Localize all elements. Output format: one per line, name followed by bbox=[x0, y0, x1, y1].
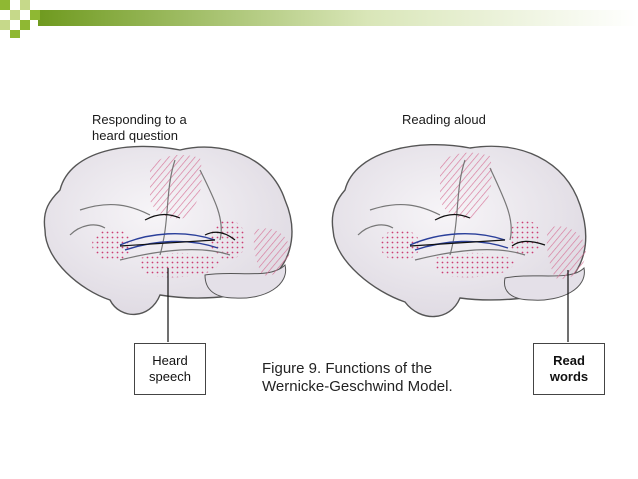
right-brain-dotted-angular bbox=[509, 220, 541, 256]
read-words-box: Read words bbox=[533, 343, 605, 395]
right-brain-arrows bbox=[409, 213, 546, 247]
right-brain-dotted-broca bbox=[380, 229, 420, 261]
right-brain-dotted-wernicke bbox=[434, 252, 515, 278]
right-brain-hatched-occipital bbox=[546, 226, 586, 279]
right-brain bbox=[331, 143, 587, 342]
left-title-line1: Responding to a bbox=[92, 112, 187, 127]
left-brain-hatched-motor bbox=[150, 154, 202, 219]
left-brain-arcuate-pathway bbox=[119, 232, 219, 251]
left-brain-dotted-broca bbox=[92, 229, 132, 261]
right-brain-hatched-motor bbox=[440, 152, 492, 219]
header-gradient-bar bbox=[38, 10, 638, 26]
left-brain-sulci bbox=[69, 159, 231, 261]
caption-line1: Figure 9. Functions of the bbox=[262, 360, 433, 377]
left-brain bbox=[43, 145, 293, 342]
left-brain-dotted-wernicke bbox=[139, 252, 220, 278]
heard-speech-line2: speech bbox=[149, 369, 191, 384]
left-panel-title: Responding to a heard question bbox=[92, 112, 187, 144]
read-words-line2: words bbox=[549, 369, 589, 384]
figure-caption: Figure 9. Functions of the Wernicke-Gesc… bbox=[262, 360, 453, 396]
right-brain-arcuate-pathway bbox=[409, 232, 509, 251]
left-brain-hatched-occipital bbox=[253, 228, 290, 276]
slide-header-bar bbox=[0, 0, 638, 38]
header-checker-squares bbox=[0, 0, 40, 38]
right-title: Reading aloud bbox=[402, 112, 486, 127]
left-brain-dotted-angular bbox=[210, 220, 246, 260]
heard-speech-line1: Heard bbox=[152, 353, 188, 368]
left-title-line2: heard question bbox=[92, 128, 179, 143]
read-words-line1: Read bbox=[553, 353, 585, 368]
right-brain-sulci bbox=[357, 159, 526, 261]
left-brain-arrows bbox=[119, 213, 236, 247]
right-panel-title: Reading aloud bbox=[402, 112, 486, 128]
caption-line2: Wernicke-Geschwind Model. bbox=[262, 378, 453, 395]
heard-speech-box: Heard speech bbox=[134, 343, 206, 395]
